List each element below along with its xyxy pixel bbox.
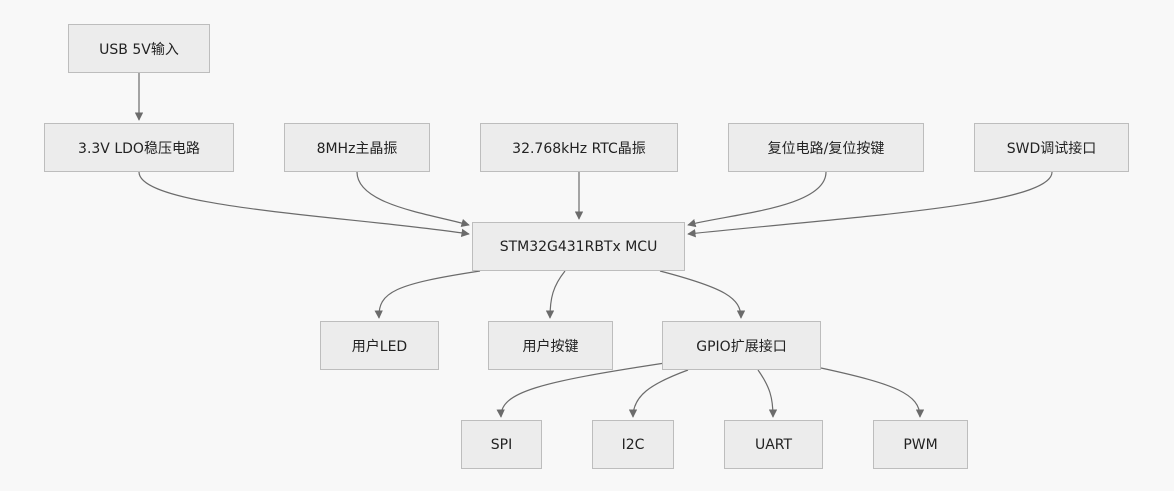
pwm-node: PWM	[873, 420, 968, 469]
edge-xtal8-to-mcu	[356, 171, 470, 227]
main-crystal-node: 8MHz主晶振	[284, 123, 430, 172]
rtc-crystal-node: 32.768kHz RTC晶振	[480, 123, 678, 172]
edge-swd-to-mcu	[687, 171, 1053, 238]
reset-circuit-node: 复位电路/复位按键	[728, 123, 924, 172]
uart-node: UART	[724, 420, 823, 469]
usb-5v-input-node: USB 5V输入	[68, 24, 210, 73]
edge-mcu-to-gpio	[659, 270, 746, 319]
spi-node: SPI	[461, 420, 542, 469]
edge-ldo-to-mcu	[138, 171, 470, 238]
i2c-node: I2C	[592, 420, 674, 469]
edge-gpio-to-pwm	[820, 367, 925, 418]
edge-reset-to-mcu	[687, 171, 827, 228]
user-led-node: 用户LED	[320, 321, 439, 370]
edge-gpio-to-uart	[757, 369, 778, 418]
ldo-regulator-node: 3.3V LDO稳压电路	[44, 123, 234, 172]
edge-gpio-to-spi	[496, 362, 666, 418]
mcu-node: STM32G431RBTx MCU	[472, 222, 685, 271]
edge-mcu-to-key	[545, 270, 566, 319]
gpio-expansion-node: GPIO扩展接口	[662, 321, 821, 370]
swd-debug-node: SWD调试接口	[974, 123, 1129, 172]
edge-gpio-to-i2c	[628, 369, 689, 418]
user-button-node: 用户按键	[488, 321, 613, 370]
edge-mcu-to-led	[374, 270, 481, 319]
